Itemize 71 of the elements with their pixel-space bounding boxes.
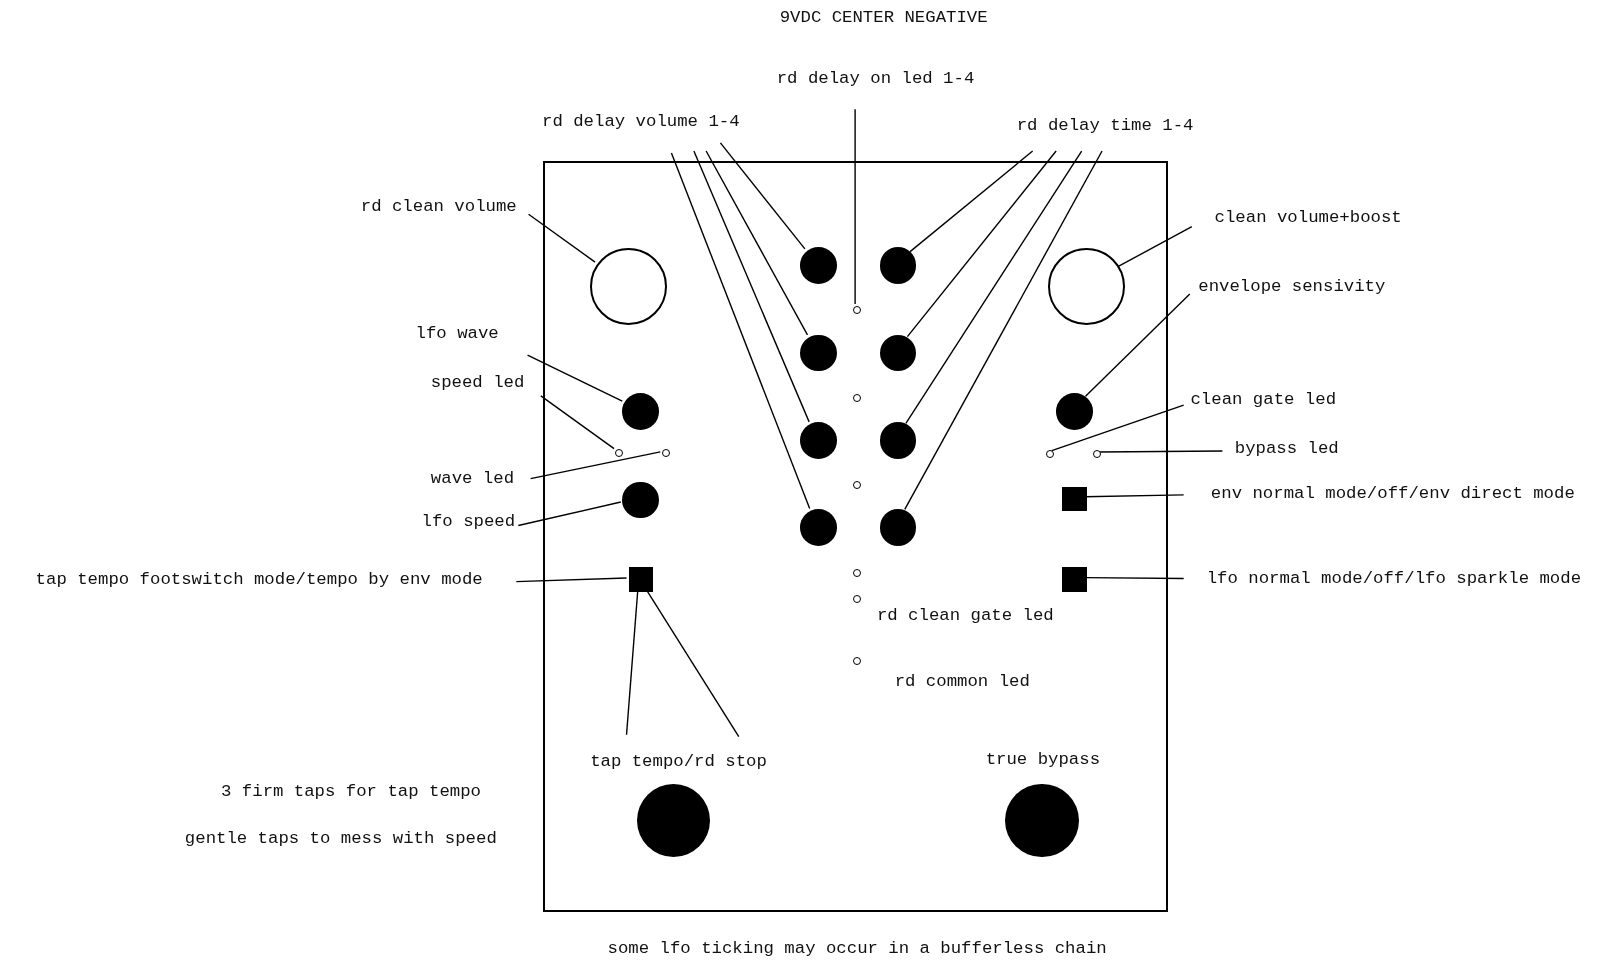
part-label: bypass led (1234, 439, 1339, 459)
part-label: speed led (430, 373, 525, 393)
part-label: rd clean volume (360, 197, 517, 217)
knob (799, 509, 837, 546)
toggle-switch (1062, 486, 1087, 512)
led-hole (853, 657, 862, 666)
knob (879, 334, 917, 372)
part-label: rd delay time 1-4 (1016, 115, 1194, 136)
pedal-enclosure (542, 161, 1169, 913)
led-hole (853, 393, 862, 402)
leader-line (905, 150, 1083, 425)
knob (879, 422, 917, 460)
leader-line (670, 152, 811, 510)
leader-line (1051, 404, 1185, 452)
part-label: rd delay volume 1-4 (542, 112, 740, 132)
note: 3 firm taps for tap tempo (221, 782, 481, 802)
part-label: clean gate led (1190, 390, 1337, 410)
toggle-switch (1062, 567, 1087, 592)
part-label: envelope sensivity (1198, 277, 1386, 297)
leader-line (517, 501, 622, 527)
knob (799, 422, 837, 460)
leader-line (540, 395, 615, 450)
part-label: lfo wave (415, 324, 499, 344)
leader-line (904, 150, 1103, 511)
knob (1056, 392, 1093, 430)
knob (622, 392, 660, 430)
leader-line (693, 150, 810, 423)
part-label: lfo speed (421, 512, 516, 532)
led-hole (662, 448, 671, 458)
leader-line (1098, 450, 1224, 453)
leader-line (906, 150, 1057, 338)
caption: some lfo ticking may occur in a bufferless chain (607, 939, 1107, 959)
knob (879, 246, 917, 284)
note: gentle taps to mess with speed (184, 829, 497, 849)
part-label: clean volume+boost (1214, 208, 1402, 228)
knob (879, 509, 917, 546)
led-hole (853, 569, 862, 578)
part-label: env normal mode/off/env direct mode (1210, 484, 1575, 504)
leader-line (854, 108, 856, 305)
part-label: tap tempo footswitch mode/tempo by env mode (35, 570, 483, 590)
leader-line (1118, 225, 1193, 267)
leader-line (526, 354, 623, 402)
led-hole (615, 448, 624, 458)
title: 9VDC CENTER NEGATIVE (779, 8, 988, 28)
part-label: rd delay on led 1-4 (776, 69, 975, 89)
leader-line (529, 451, 661, 480)
leader-line (705, 150, 809, 336)
led-hole (1092, 449, 1101, 459)
leader-line (719, 142, 806, 250)
leader-line (1084, 293, 1191, 397)
knob (799, 334, 837, 372)
knob (799, 246, 837, 284)
leader-line (515, 577, 628, 583)
leader-line (645, 589, 740, 738)
led-hole (853, 594, 862, 603)
leader-line (1084, 576, 1185, 580)
knob (622, 481, 660, 519)
leader-line (1084, 494, 1185, 498)
part-label: true bypass (985, 750, 1101, 770)
led-hole (1045, 449, 1054, 459)
led-hole (853, 480, 862, 489)
part-label: wave led (430, 469, 515, 489)
leader-line (527, 213, 596, 263)
part-label: rd clean gate led (876, 606, 1054, 626)
part-label: tap tempo/rd stop (590, 752, 767, 772)
leader-line (909, 150, 1034, 253)
part-label: rd common led (894, 672, 1030, 692)
leader-line (625, 589, 639, 736)
part-label: lfo normal mode/off/lfo sparkle mode (1206, 569, 1582, 589)
toggle-switch (628, 567, 653, 592)
led-hole (853, 306, 862, 315)
